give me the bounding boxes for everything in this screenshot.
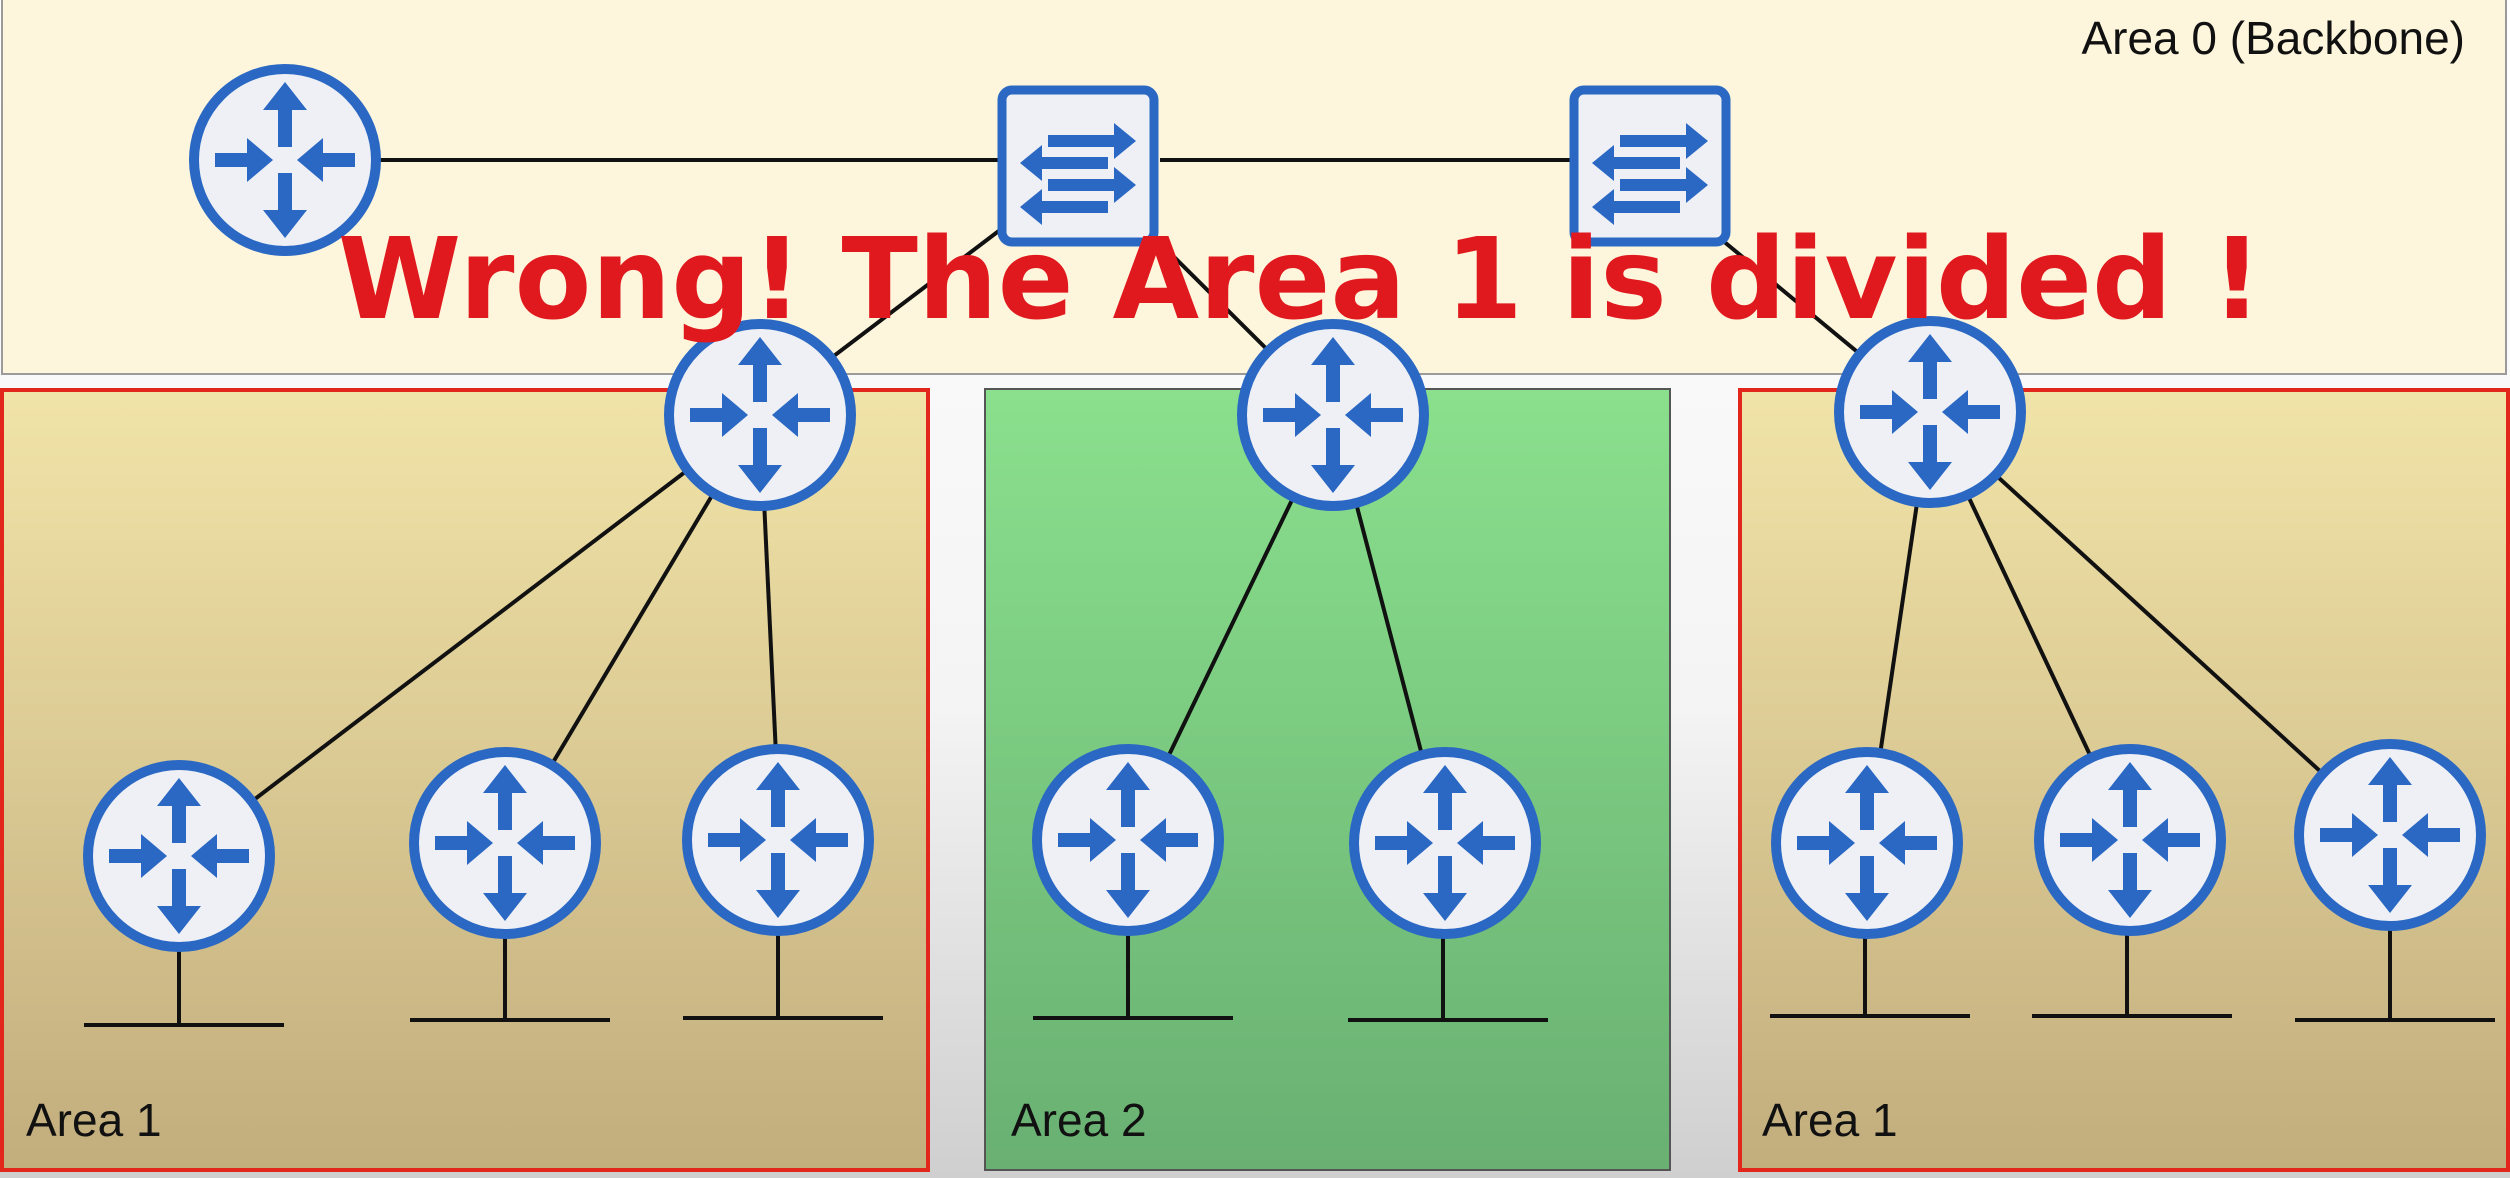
area1-right-router-1-icon: [1776, 752, 1958, 934]
area1-left-router-3-icon: [687, 749, 869, 931]
area-1-left-label: Area 1: [26, 1094, 162, 1146]
area-1-right-label: Area 1: [1762, 1094, 1898, 1146]
area-0-box: [1, 0, 2507, 375]
abr-area1-right-router-icon: [1839, 321, 2021, 503]
area1-right-router-2-icon: [2039, 749, 2221, 931]
abr-area2-router-icon: [1242, 324, 1424, 506]
area2-router-2-icon: [1354, 752, 1536, 934]
warning-banner: Wrong! The Area 1 is divided !: [338, 215, 2263, 345]
abr-area1-left-router-icon: [669, 324, 851, 506]
area1-left-router-2-icon: [414, 752, 596, 934]
area-2-label: Area 2: [1011, 1094, 1147, 1146]
area-0-label: Area 0 (Backbone): [2081, 12, 2465, 64]
area1-right-router-3-icon: [2299, 744, 2481, 926]
area1-left-router-1-icon: [88, 765, 270, 947]
area2-router-1-icon: [1037, 749, 1219, 931]
